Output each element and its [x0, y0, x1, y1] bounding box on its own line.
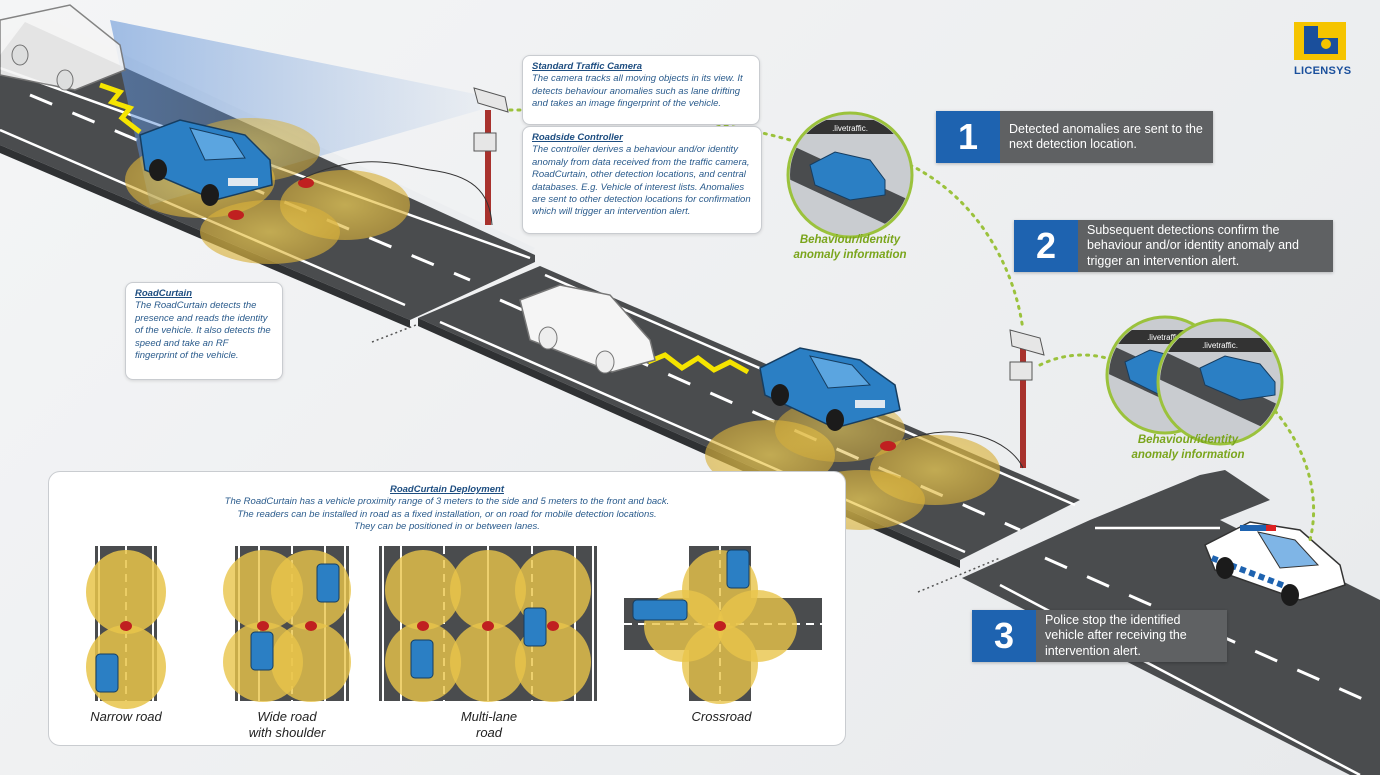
thumb-label-3: .livetraffic.: [1202, 341, 1238, 350]
step-2-number: 2: [1014, 220, 1078, 272]
caption-wide-road-line1: Wide road: [257, 709, 317, 724]
police-car: [1204, 521, 1346, 606]
step-1-number: 1: [936, 111, 1000, 163]
blue-truck-2: [759, 347, 901, 431]
step-3-number: 3: [972, 610, 1036, 662]
caption-multi-lane-road: Multi-lane road: [419, 709, 559, 741]
camera-callout-body: The camera tracks all moving objects in …: [532, 73, 743, 110]
step-1: 1 Detected anomalies are sent to the nex…: [936, 111, 1213, 163]
caption-multi-lane-road-line1: Multi-lane: [460, 709, 518, 724]
roadcurtain-callout-title: RoadCurtain: [135, 288, 192, 299]
controller-callout-title: Roadside Controller: [532, 132, 623, 143]
thumbnail-3: [1156, 318, 1284, 446]
caption-crossroad: Crossroad: [659, 709, 784, 725]
caption-crossroad-line1: Crossroad: [691, 709, 752, 724]
camera-callout-title: Standard Traffic Camera: [532, 61, 642, 72]
caption-wide-road-line2: with shoulder: [248, 725, 326, 740]
anomaly-label-2-line2: anomaly information: [1131, 449, 1245, 461]
deployment-title: RoadCurtain Deployment: [389, 484, 504, 495]
deployment-diagrams: [86, 546, 822, 709]
step-3-text: Police stop the identified vehicle after…: [1036, 610, 1227, 662]
controller-callout: Roadside Controller The controller deriv…: [522, 126, 762, 234]
licensys-logo-mark: [1294, 22, 1346, 60]
signal-wave-2: [647, 352, 750, 375]
pole-1: [299, 87, 509, 226]
roadcurtain-callout-body: The RoadCurtain detects the presence and…: [135, 300, 271, 362]
deployment-panel: RoadCurtain Deployment The RoadCurtain h…: [48, 471, 846, 746]
diagram-wide-road: [223, 546, 351, 702]
pole-2: [904, 329, 1045, 469]
thumbnail-1: [786, 111, 914, 239]
diagram-crossroad: [624, 546, 822, 704]
step-2: 2 Subsequent detections confirm the beha…: [1014, 220, 1333, 272]
deployment-line-2: The readers can be installed in road as …: [237, 508, 657, 520]
controller-callout-body: The controller derives a behaviour and/o…: [532, 144, 751, 218]
deployment-line-1: The RoadCurtain has a vehicle proximity …: [224, 496, 670, 508]
anomaly-label-1-line1: Behaviour/identity: [799, 234, 901, 246]
roadcurtain-callout: RoadCurtain The RoadCurtain detects the …: [125, 282, 283, 380]
camera-callout: Standard Traffic Camera The camera track…: [522, 55, 760, 125]
caption-multi-lane-road-line2: road: [475, 725, 503, 740]
anomaly-label-1-line2: anomaly information: [793, 249, 907, 261]
diagram-narrow-road: [86, 546, 166, 709]
step-1-text: Detected anomalies are sent to the next …: [1000, 111, 1213, 163]
anomaly-label-1: Behaviour/identity anomaly information: [770, 233, 930, 263]
caption-wide-road: Wide road with shoulder: [219, 709, 355, 741]
step-2-text: Subsequent detections confirm the behavi…: [1078, 220, 1333, 272]
caption-narrow-road: Narrow road: [66, 709, 186, 725]
blue-truck-1: [139, 119, 273, 206]
deployment-header: RoadCurtain Deployment The RoadCurtain h…: [49, 484, 845, 534]
caption-narrow-road-line1: Narrow road: [90, 709, 162, 724]
segment-divider-1: [371, 307, 461, 343]
thumb-label-2: .livetraffic.: [1147, 333, 1183, 342]
licensys-logo: LICENSYS: [1294, 22, 1354, 77]
ghost-car-1: [0, 4, 126, 91]
logo-text: LICENSYS: [1294, 65, 1352, 77]
deployment-line-3: They can be positioned in or between lan…: [354, 521, 540, 533]
thumb-label-1: .livetraffic.: [832, 124, 868, 133]
step-3: 3 Police stop the identified vehicle aft…: [972, 610, 1227, 662]
diagram-multi-lane-road: [379, 546, 597, 702]
anomaly-label-2: Behaviour/identity anomaly information: [1108, 433, 1268, 463]
ghost-car-2: [519, 284, 656, 374]
signal-wave-1: [99, 82, 142, 134]
anomaly-label-2-line1: Behaviour/identity: [1137, 434, 1239, 446]
